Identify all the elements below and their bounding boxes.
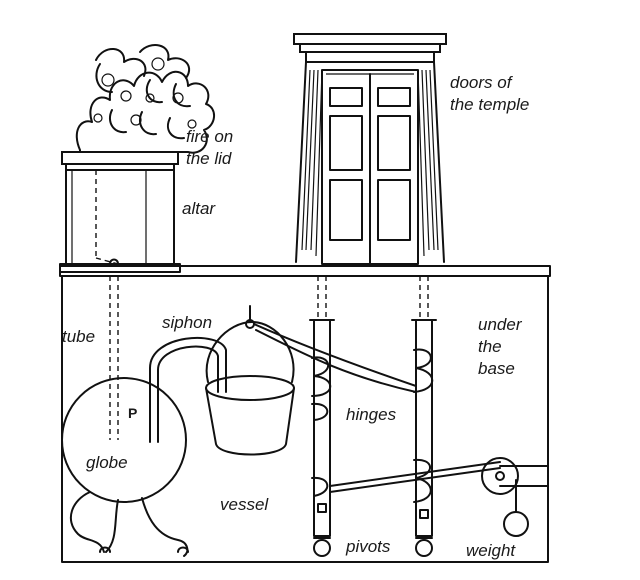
siphon [149,336,227,443]
altar [59,151,181,273]
left-hinge-column [309,276,335,557]
label-fire-on-lid: fire on the lid [186,127,234,168]
base-platform [59,265,551,563]
label-under-the-base: under the base [478,315,522,378]
label-altar: altar [182,199,216,218]
vessel [205,305,295,456]
label-pivots: pivots [346,537,391,556]
weight [503,479,529,537]
label-doors-of-temple: doors of the temple [450,73,530,114]
right-hinge-column [411,276,437,557]
label-tube: tube [62,327,96,346]
label-globe: globe [86,453,128,472]
label-siphon: siphon [162,313,213,332]
globe [61,377,189,557]
tube [109,258,119,420]
label-hinges: hinges [346,405,397,424]
fire-flames [75,44,215,154]
label-vessel: vessel [220,495,269,514]
label-p-marker: P [128,405,138,421]
label-weight: weight [466,541,516,560]
temple-doors [293,33,447,265]
pulley [481,457,549,495]
